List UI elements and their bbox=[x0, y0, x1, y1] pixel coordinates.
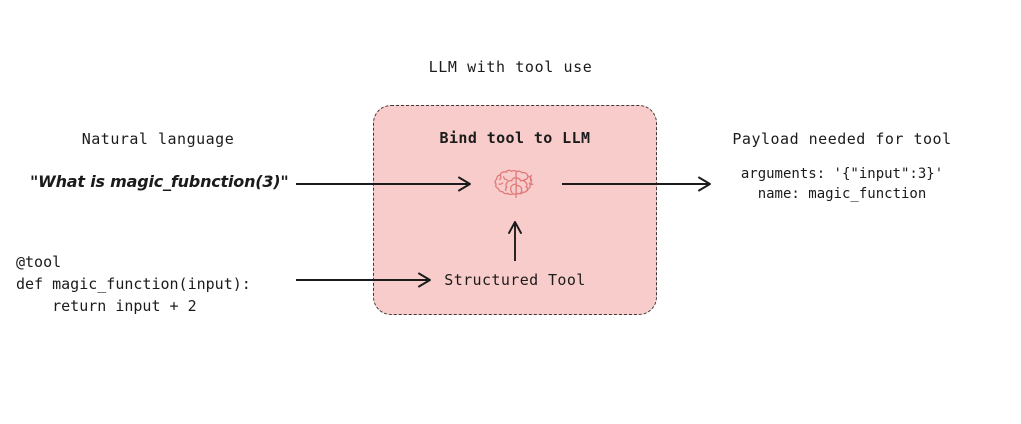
structured-tool-label: Structured Tool bbox=[444, 271, 586, 289]
bind-tool-to-llm-label: Bind tool to LLM bbox=[439, 129, 591, 147]
natural-language-heading: Natural language bbox=[81, 130, 235, 148]
diagram-title: LLM with tool use bbox=[428, 58, 593, 76]
brain-icon bbox=[494, 166, 538, 202]
payload-text: arguments: '{"input":3}' name: magic_fun… bbox=[740, 166, 944, 202]
payload-heading: Payload needed for tool bbox=[732, 130, 952, 148]
tool-code-block: @tool def magic_function(input): return … bbox=[16, 253, 251, 315]
natural-language-query-text: "What is magic_fubnction(3)" bbox=[30, 172, 289, 191]
